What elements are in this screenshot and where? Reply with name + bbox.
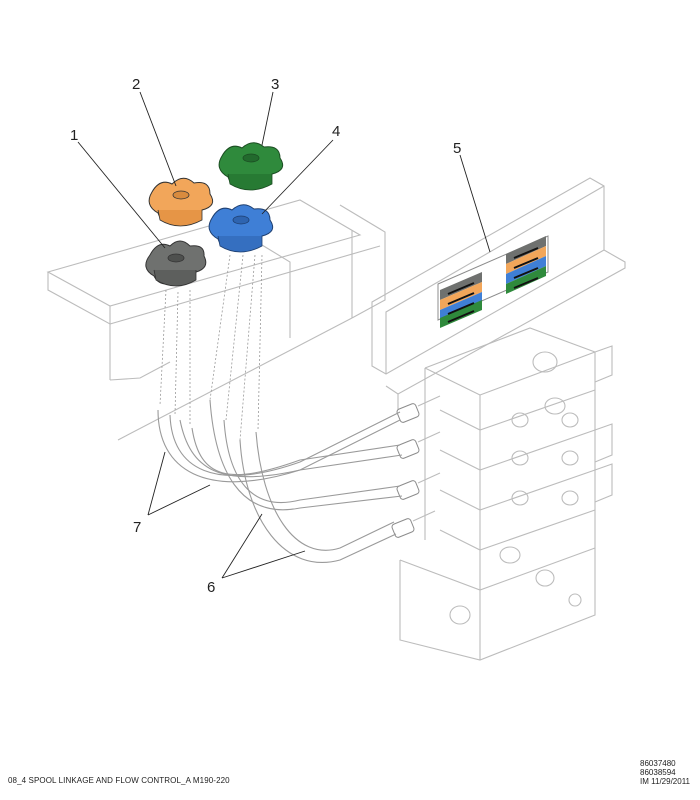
knob-blue xyxy=(208,204,274,253)
cable-ends xyxy=(391,395,441,538)
callout-1: 1 xyxy=(70,127,78,144)
control-decal xyxy=(437,235,549,328)
callout-5: 5 xyxy=(453,140,461,157)
image-id-2: 86038594 xyxy=(640,768,676,777)
image-id-1: 86037480 xyxy=(640,759,676,768)
image-id-3: IM 11/29/2011 xyxy=(640,777,690,786)
valve-stack xyxy=(399,327,613,661)
callout-labels: 1 2 3 4 5 6 7 xyxy=(70,76,461,596)
knob-green xyxy=(218,142,284,191)
knob-gray xyxy=(145,240,207,287)
mounting-rail xyxy=(371,177,626,410)
leader-lines xyxy=(77,91,491,579)
callout-3: 3 xyxy=(271,76,279,93)
callout-4: 4 xyxy=(332,123,340,140)
projection-lines xyxy=(159,254,263,441)
figure-caption: 08_4 SPOOL LINKAGE AND FLOW CONTROL_A M1… xyxy=(8,776,230,785)
knob-orange xyxy=(148,177,214,227)
callout-7: 7 xyxy=(133,519,141,536)
mounting-panel xyxy=(46,199,386,441)
callout-6: 6 xyxy=(207,579,215,596)
callout-2: 2 xyxy=(132,76,140,93)
control-cables xyxy=(157,399,403,563)
image-id-block: 86037480 86038594 IM 11/29/2011 xyxy=(640,759,690,786)
